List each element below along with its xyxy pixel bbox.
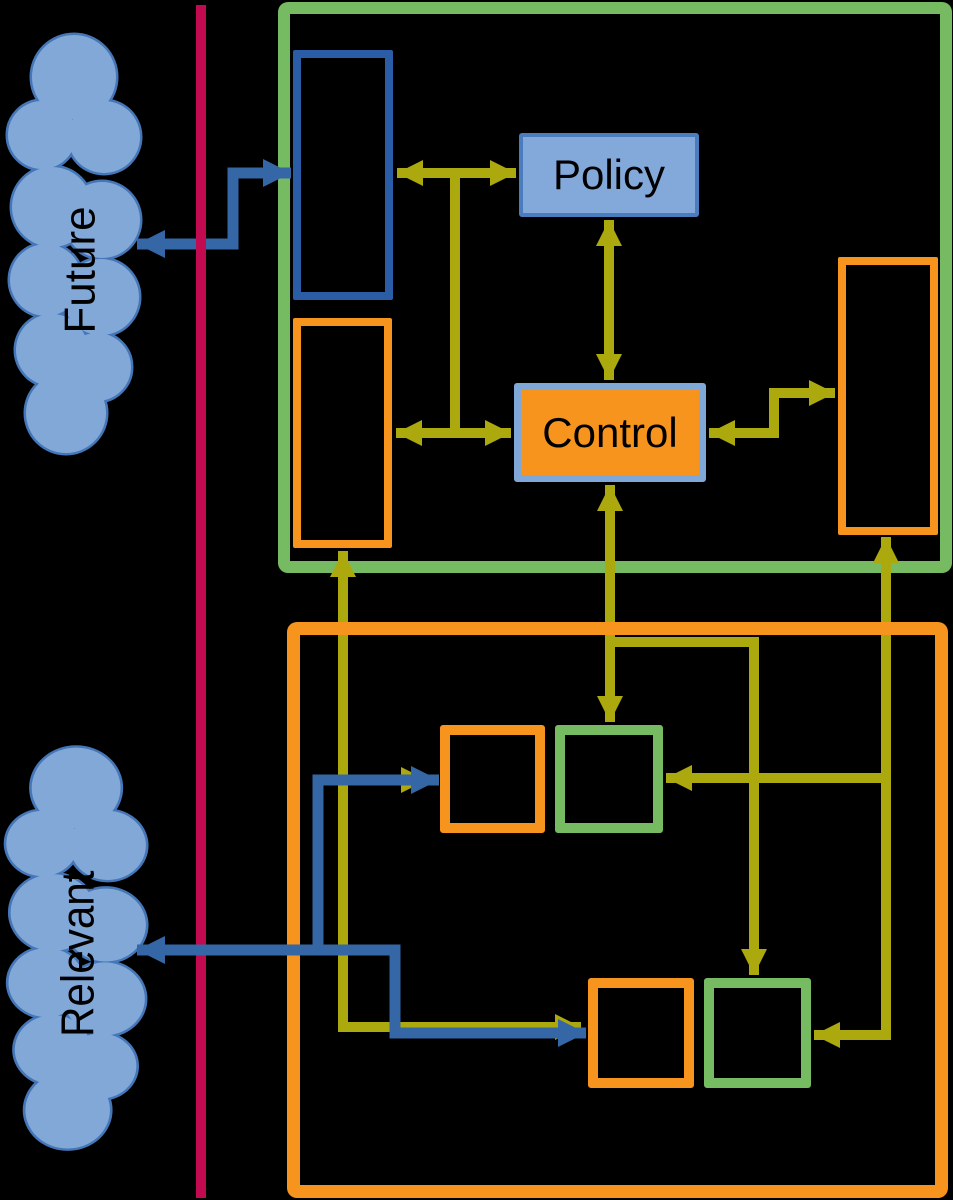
blue-panel — [293, 50, 393, 300]
green-cell-2 — [704, 978, 811, 1088]
policy-label: Policy — [552, 151, 666, 198]
left-orange-panel — [293, 318, 392, 548]
policy-box: Policy — [519, 133, 699, 217]
lower-system-box — [287, 622, 948, 1198]
right-orange-panel — [838, 257, 938, 535]
control-label: Control — [542, 408, 678, 456]
future-cloud: Future — [2, 25, 142, 465]
relevant-cloud: Relevant — [0, 738, 148, 1160]
orange-cell-2 — [588, 978, 694, 1088]
green-cell-1 — [555, 725, 663, 833]
control-box: Control — [514, 383, 706, 482]
arrow-future-bluepanel — [137, 159, 291, 258]
boundary-line — [196, 5, 206, 1198]
relevant-cloud-label: Relevant — [53, 870, 104, 1037]
orange-cell-1 — [440, 725, 545, 833]
future-cloud-label: Future — [56, 206, 105, 333]
